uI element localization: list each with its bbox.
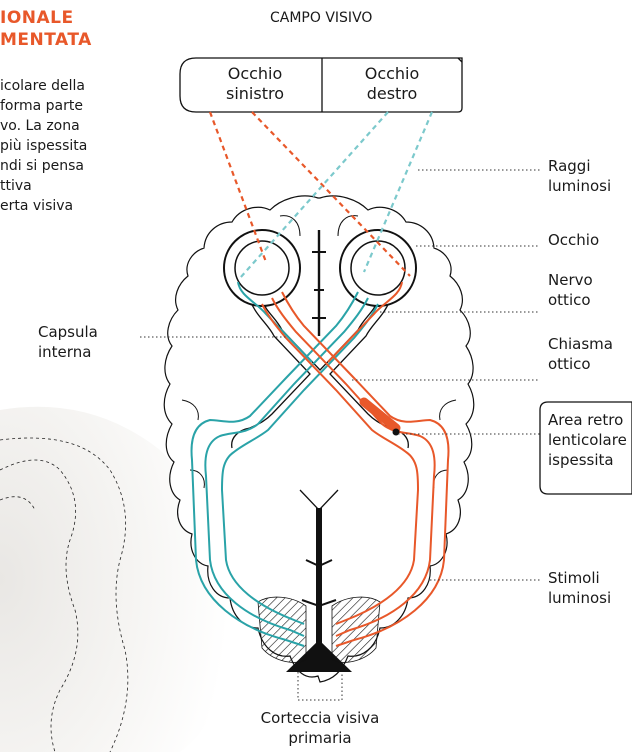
capsula-line2: interna (38, 342, 98, 362)
raggi-line1: Raggi (548, 156, 611, 176)
area-line2: lenticolare (548, 430, 627, 450)
visual-field-title: CAMPO VISIVO (270, 8, 372, 28)
label-area-retrolenticolare: Area retro lenticolare ispessita (548, 410, 627, 470)
nervo-line1: Nervo (548, 270, 593, 290)
label-nervo-ottico: Nervo ottico (548, 270, 593, 310)
raggi-line2: luminosi (548, 176, 611, 196)
corteccia-line1: Corteccia visiva (240, 708, 400, 728)
left-eye-field-label: Occhio sinistro (190, 64, 320, 104)
left-eye-field-line1: Occhio (190, 64, 320, 84)
chiasma-line1: Chiasma (548, 334, 613, 354)
area-line3: ispessita (548, 450, 627, 470)
label-corteccia-visiva: Corteccia visiva primaria (240, 708, 400, 748)
label-occhio: Occhio (548, 230, 599, 250)
right-eye-field-label: Occhio destro (324, 64, 460, 104)
left-eye (224, 230, 300, 306)
label-chiasma-ottico: Chiasma ottico (548, 334, 613, 374)
corteccia-line2: primaria (240, 728, 400, 748)
label-raggi-luminosi: Raggi luminosi (548, 156, 611, 196)
label-capsula-interna: Capsula interna (38, 322, 98, 362)
right-eye-field-line1: Occhio (324, 64, 460, 84)
chiasma-line2: ottico (548, 354, 613, 374)
nervo-line2: ottico (548, 290, 593, 310)
stimoli-line2: luminosi (548, 588, 611, 608)
right-eye-field-line2: destro (324, 84, 460, 104)
left-eye-field-line2: sinistro (190, 84, 320, 104)
label-stimoli-luminosi: Stimoli luminosi (548, 568, 611, 608)
stimoli-line1: Stimoli (548, 568, 611, 588)
capsula-line1: Capsula (38, 322, 98, 342)
area-line1: Area retro (548, 410, 627, 430)
